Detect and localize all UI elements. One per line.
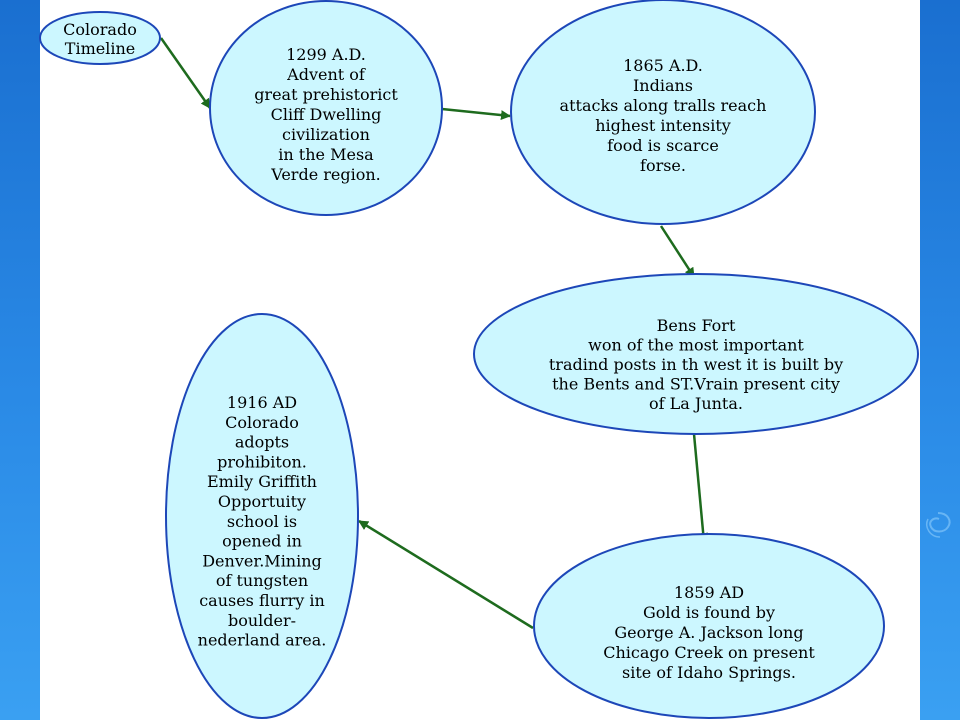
node-text-line: school is — [227, 512, 297, 531]
node-text-line: attacks along tralls reach — [560, 96, 767, 115]
node-ellipse — [473, 273, 919, 435]
node-text-line: highest intensity — [595, 116, 731, 135]
node-ellipse — [209, 0, 443, 216]
arrow-1299-to-1865 — [441, 107, 511, 121]
node-text-line: of La Junta. — [649, 394, 743, 413]
node-text-line: Bens Fort — [657, 316, 736, 335]
node-text-line: opened in — [222, 532, 302, 551]
node-text-line: prohibiton. — [217, 452, 307, 471]
swirl-decoration-icon — [926, 512, 951, 538]
arrow-bens-fort-to-1859 — [692, 433, 709, 543]
node-text-line: 1865 A.D. — [623, 56, 703, 75]
node-text-line: the Bents and ST.Vrain present city — [552, 375, 840, 394]
node-ellipse — [510, 0, 816, 225]
node-text-line: Denver.Mining — [202, 551, 322, 570]
arrow-1865-to-bens-fort — [659, 225, 696, 278]
node-text-line: adopts — [235, 433, 289, 452]
node-text-line: Cliff Dwelling — [271, 105, 382, 124]
node-text-line: tradind posts in th west it is built by — [549, 355, 843, 374]
node-text-line: Opportuity — [218, 492, 306, 511]
node-text-line: Timeline — [65, 39, 135, 58]
node-text-line: nederland area. — [198, 631, 327, 650]
node-text-line: 1299 A.D. — [286, 45, 366, 64]
node-text-line: of tungsten — [216, 571, 308, 590]
node-text-line: Chicago Creek on present — [603, 643, 815, 662]
node-text-line: Indians — [633, 76, 693, 95]
node-text-line: George A. Jackson long — [614, 623, 803, 642]
node-text-line: great prehistorict — [254, 85, 398, 104]
node-text-line: won of the most important — [588, 336, 804, 355]
node-text-line: Colorado — [225, 413, 299, 432]
node-text-line: boulder- — [228, 611, 296, 630]
node-text-line: causes flurry in — [199, 591, 325, 610]
node-ellipse — [165, 313, 359, 719]
edges-layer — [159, 37, 709, 630]
node-text-line: Emily Griffith — [207, 472, 317, 491]
node-text-line: 1916 AD — [227, 393, 297, 412]
node-text-line: Verde region. — [270, 165, 381, 184]
arrow-1859-to-1916 — [358, 519, 534, 630]
node-text-line: civilization — [282, 125, 370, 144]
node-text-line: in the Mesa — [278, 145, 374, 164]
node-ellipse — [533, 533, 885, 719]
node-text-line: 1859 AD — [674, 583, 744, 602]
node-text-line: site of Idaho Springs. — [622, 663, 796, 682]
arrow-colorado-timeline-to-1299 — [159, 37, 212, 109]
node-ellipse — [39, 11, 161, 65]
node-text-line: Gold is found by — [643, 603, 775, 622]
node-text-line: forse. — [640, 156, 686, 175]
node-text-line: Advent of — [286, 65, 366, 84]
node-text-line: Colorado — [63, 20, 137, 39]
node-text-line: food is scarce — [607, 136, 719, 155]
